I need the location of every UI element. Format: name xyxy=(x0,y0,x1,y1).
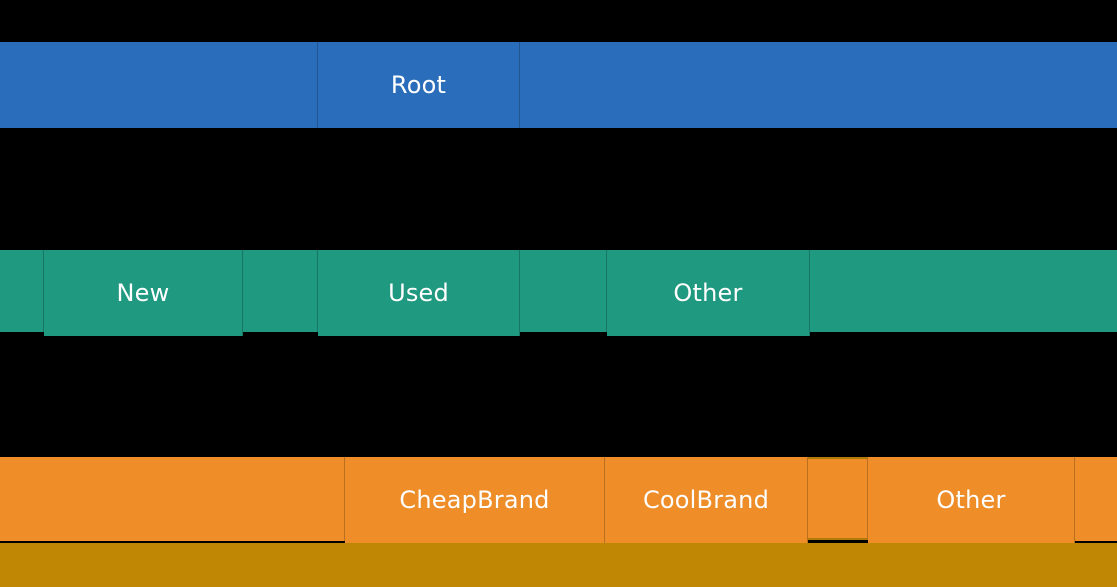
icicle-node-label: Other xyxy=(936,486,1006,514)
icicle-node-brand-3[interactable] xyxy=(808,457,868,540)
icicle-node-condition-2[interactable] xyxy=(243,250,318,332)
icicle-node-label: CheapBrand xyxy=(399,486,550,514)
icicle-node-brand-0[interactable] xyxy=(0,457,345,541)
icicle-node-leaf-band[interactable] xyxy=(0,543,1117,587)
icicle-node-root-right[interactable] xyxy=(520,42,1117,128)
icicle-node-condition-0[interactable] xyxy=(0,250,44,332)
icicle-node-condition-6[interactable] xyxy=(810,250,1117,332)
icicle-node-used[interactable]: Used xyxy=(318,250,520,336)
icicle-node-condition-4[interactable] xyxy=(520,250,607,332)
icicle-level-root: Root xyxy=(0,42,1117,128)
icicle-level-condition: New Used Other xyxy=(0,250,1117,336)
icicle-level-brand: CheapBrand CoolBrand Other xyxy=(0,457,1117,543)
icicle-node-label: Root xyxy=(390,71,447,99)
icicle-node-label: New xyxy=(116,279,170,307)
icicle-node-label: CoolBrand xyxy=(642,486,770,514)
icicle-node-new[interactable]: New xyxy=(44,250,243,336)
icicle-node-other-brand[interactable]: Other xyxy=(868,457,1075,543)
icicle-node-brand-5[interactable] xyxy=(1075,457,1117,541)
icicle-node-label: Other xyxy=(673,279,743,307)
icicle-node-cheapbrand[interactable]: CheapBrand xyxy=(345,457,605,543)
icicle-node-root[interactable]: Root xyxy=(318,42,520,128)
icicle-node-root-left[interactable] xyxy=(0,42,318,128)
icicle-node-coolbrand[interactable]: CoolBrand xyxy=(605,457,808,543)
icicle-node-other-condition[interactable]: Other xyxy=(607,250,810,336)
icicle-node-label: Used xyxy=(388,279,449,307)
icicle-level-leaf-clipped xyxy=(0,543,1117,587)
